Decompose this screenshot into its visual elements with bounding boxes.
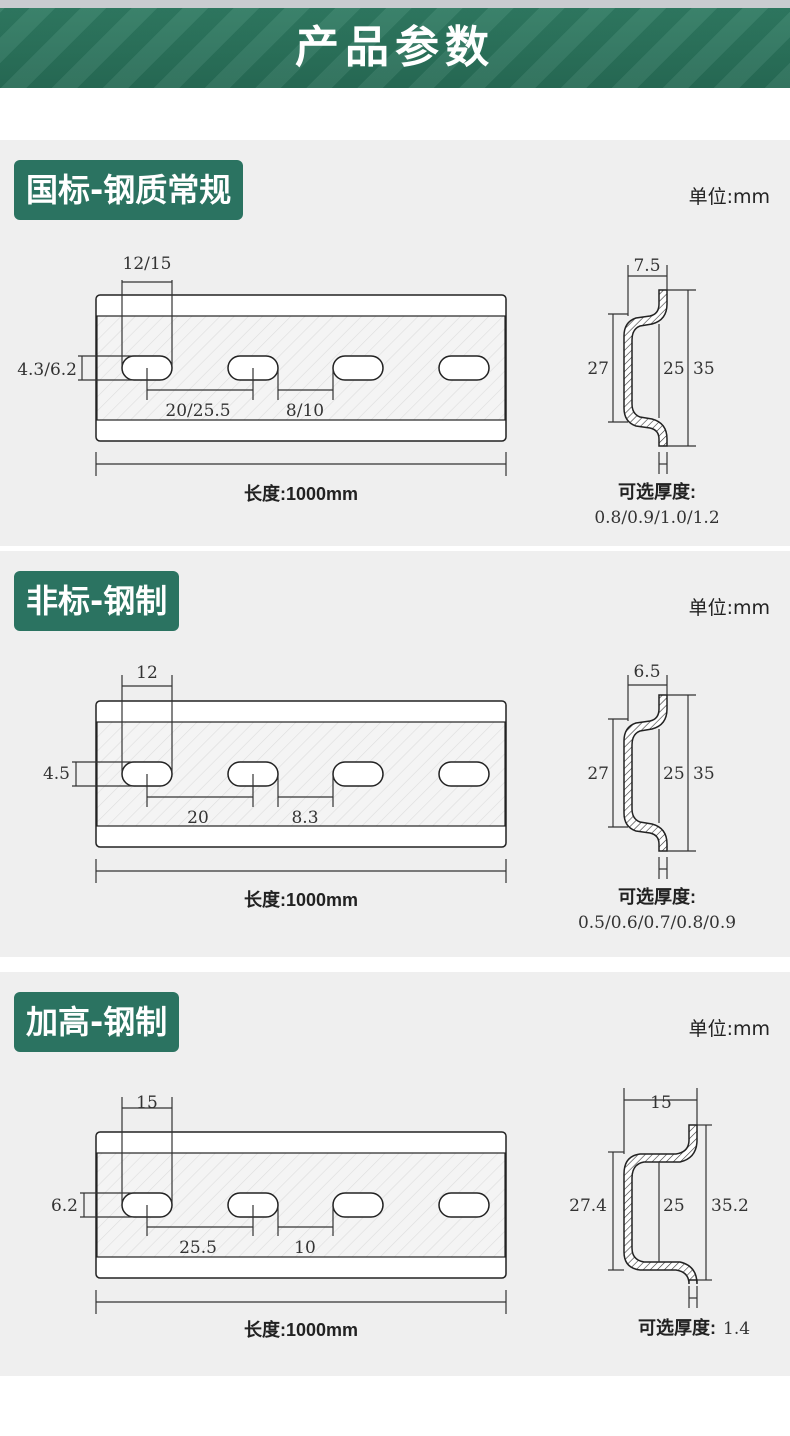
section-nonstandard: 非标-钢制 单位:mm 12 4.5 20 8.3 长度:1000mm 6.5	[0, 551, 790, 957]
profile-cross-section	[623, 1124, 698, 1285]
profile-inner-dim: 27	[587, 359, 609, 379]
thickness-values: 0.8/0.9/1.0/1.2	[594, 508, 719, 528]
slot-gap-dim: 8.3	[291, 808, 318, 828]
profile-height-dim: 35.2	[711, 1196, 749, 1216]
section-raised: 加高-钢制 单位:mm 15 6.2 25.5 10 长度:1000mm 15	[0, 972, 790, 1376]
slot-height-dim: 4.5	[43, 764, 70, 784]
profile-web-dim: 25	[663, 764, 685, 784]
slot	[438, 1192, 490, 1218]
profile-width-dim: 15	[650, 1093, 672, 1113]
slot-width-dim: 12	[136, 663, 158, 683]
thickness-values: 0.5/0.6/0.7/0.8/0.9	[578, 913, 736, 933]
unit-label: 单位:mm	[688, 597, 770, 619]
profile-height-dim: 35	[693, 359, 715, 379]
slot-pitch-dim: 25.5	[179, 1238, 217, 1258]
length-label: 长度:1000mm	[244, 483, 358, 504]
unit-label: 单位:mm	[688, 186, 770, 208]
slot	[438, 761, 490, 787]
profile-inner-dim: 27.4	[569, 1196, 607, 1216]
slot-gap-dim: 10	[294, 1238, 316, 1258]
slot	[332, 1192, 384, 1218]
profile-web-dim: 25	[663, 1196, 685, 1216]
section-title: 国标-钢质常规	[14, 160, 244, 220]
profile-cross-section	[623, 694, 668, 852]
slot	[332, 355, 384, 381]
thickness-label: 可选厚度:	[638, 1317, 716, 1338]
slot-pitch-dim: 20	[187, 808, 209, 828]
profile-web-dim: 25	[663, 359, 685, 379]
slot-gap-dim: 8/10	[286, 401, 324, 421]
slot-height-dim: 6.2	[51, 1196, 78, 1216]
thickness-label: 可选厚度:	[618, 481, 696, 502]
section-title: 加高-钢制	[14, 992, 180, 1052]
slot	[332, 761, 384, 787]
section-standard: 国标-钢质常规 单位:mm 12/15 4.3/6.2 20/25.5 8/10…	[0, 140, 790, 546]
profile-width-dim: 7.5	[633, 256, 660, 276]
slot-pitch-dim: 20/25.5	[165, 401, 230, 421]
slot-height-dim: 4.3/6.2	[17, 360, 77, 380]
slot	[438, 355, 490, 381]
slot-width-dim: 12/15	[123, 254, 172, 274]
profile-inner-dim: 27	[587, 764, 609, 784]
thickness-values: 1.4	[723, 1319, 750, 1339]
header-pattern	[0, 8, 790, 88]
length-label: 长度:1000mm	[244, 1319, 358, 1340]
profile-height-dim: 35	[693, 764, 715, 784]
unit-label: 单位:mm	[688, 1018, 770, 1040]
section-title: 非标-钢制	[14, 571, 180, 631]
length-label: 长度:1000mm	[244, 889, 358, 910]
profile-cross-section	[623, 289, 668, 447]
page-header: 产品参数	[0, 0, 790, 88]
rail-diagram: 15 6.2 25.5 10 长度:1000mm 15 27.4 25 35.2	[51, 1088, 750, 1340]
page-title: 产品参数	[295, 22, 495, 73]
rail-diagram: 12 4.5 20 8.3 长度:1000mm 6.5 27 25 35	[43, 662, 736, 933]
profile-width-dim: 6.5	[633, 662, 660, 682]
rail-diagram: 12/15 4.3/6.2 20/25.5 8/10 长度:1000mm 7.5…	[17, 254, 719, 528]
slot-width-dim: 15	[136, 1093, 158, 1113]
thickness-label: 可选厚度:	[618, 886, 696, 907]
rail-channel	[96, 315, 506, 421]
